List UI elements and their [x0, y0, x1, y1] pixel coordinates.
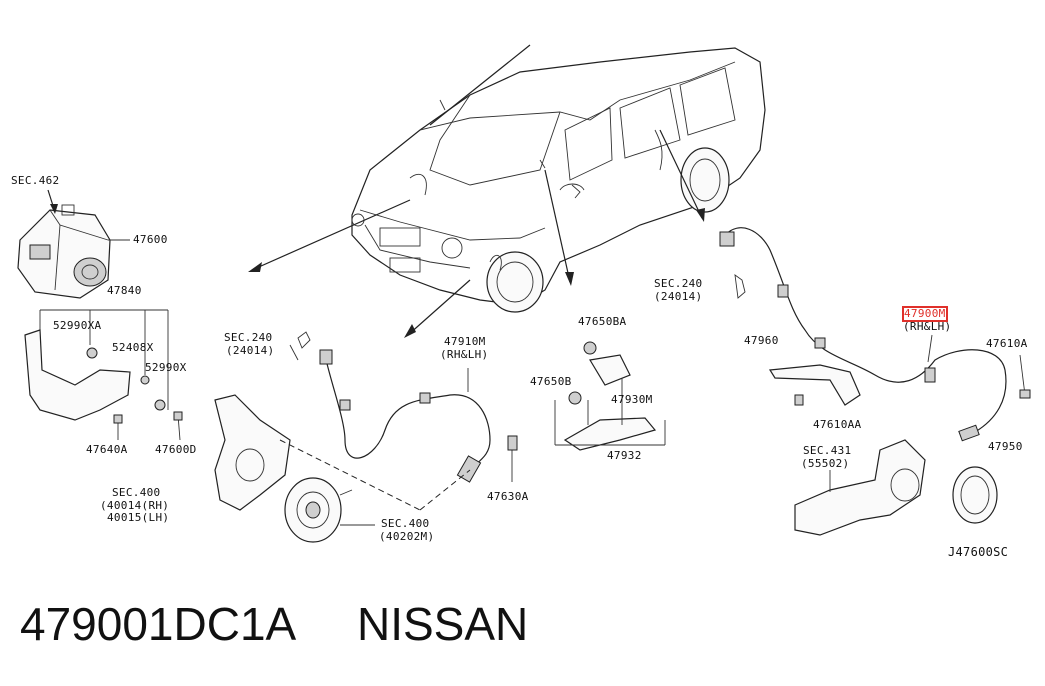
- label-sec400-b-sub: (40202M): [379, 530, 435, 543]
- label-47630a: 47630A: [487, 490, 529, 503]
- diagram-code: J47600SC: [948, 545, 1009, 559]
- front-sensor-harness-illustration: [279, 331, 518, 511]
- label-sec240-right: SEC.240: [654, 277, 703, 290]
- label-47650b: 47650B: [530, 375, 572, 388]
- brand-caption: NISSAN: [357, 598, 529, 650]
- abs-actuator-illustration: [17, 189, 130, 299]
- label-sec240-left: SEC.240: [224, 331, 273, 344]
- label-sec400-b: SEC.400: [381, 517, 430, 530]
- label-52990x: 52990X: [145, 361, 187, 374]
- label-47910m-sub: (RH&LH): [440, 348, 489, 361]
- label-47650ba: 47650BA: [578, 315, 627, 328]
- label-sec400-a-sub2: 40015(LH): [107, 511, 170, 524]
- label-47600: 47600: [133, 233, 168, 246]
- label-47910m: 47910M: [444, 335, 486, 348]
- label-47900m-highlighted[interactable]: 47900M: [902, 306, 948, 322]
- label-sec462: SEC.462: [11, 174, 60, 187]
- rear-knuckle-illustration: [794, 439, 998, 536]
- label-sec400-a-sub1: (40014(RH): [100, 499, 170, 512]
- label-52408x: 52408X: [112, 341, 154, 354]
- front-knuckle-hub-illustration: [214, 344, 375, 543]
- vehicle-illustration: [351, 47, 766, 313]
- label-sec240-right-sub: (24014): [654, 290, 703, 303]
- bracket-illustration: [24, 309, 183, 441]
- label-47932: 47932: [607, 449, 642, 462]
- label-47640a: 47640A: [86, 443, 128, 456]
- label-sec431: SEC.431: [803, 444, 852, 457]
- label-47840: 47840: [107, 284, 142, 297]
- label-47950: 47950: [988, 440, 1023, 453]
- label-sec240-left-sub: (24014): [226, 344, 275, 357]
- label-52990xa: 52990XA: [53, 319, 102, 332]
- yaw-sensor-illustration: [554, 341, 666, 451]
- rear-sensor-harness-illustration: [719, 227, 1031, 442]
- part-number-caption: 479001DC1A: [20, 598, 297, 650]
- label-47610aa: 47610AA: [813, 418, 862, 431]
- label-47610a: 47610A: [986, 337, 1028, 350]
- label-sec400-a: SEC.400: [112, 486, 161, 499]
- pointer-arrows: [248, 44, 705, 338]
- label-47900m-sub: (RH&LH): [903, 320, 952, 333]
- label-47600d: 47600D: [155, 443, 197, 456]
- label-sec431-sub: (55502): [801, 457, 850, 470]
- label-47960: 47960: [744, 334, 779, 347]
- label-47930m: 47930M: [611, 393, 653, 406]
